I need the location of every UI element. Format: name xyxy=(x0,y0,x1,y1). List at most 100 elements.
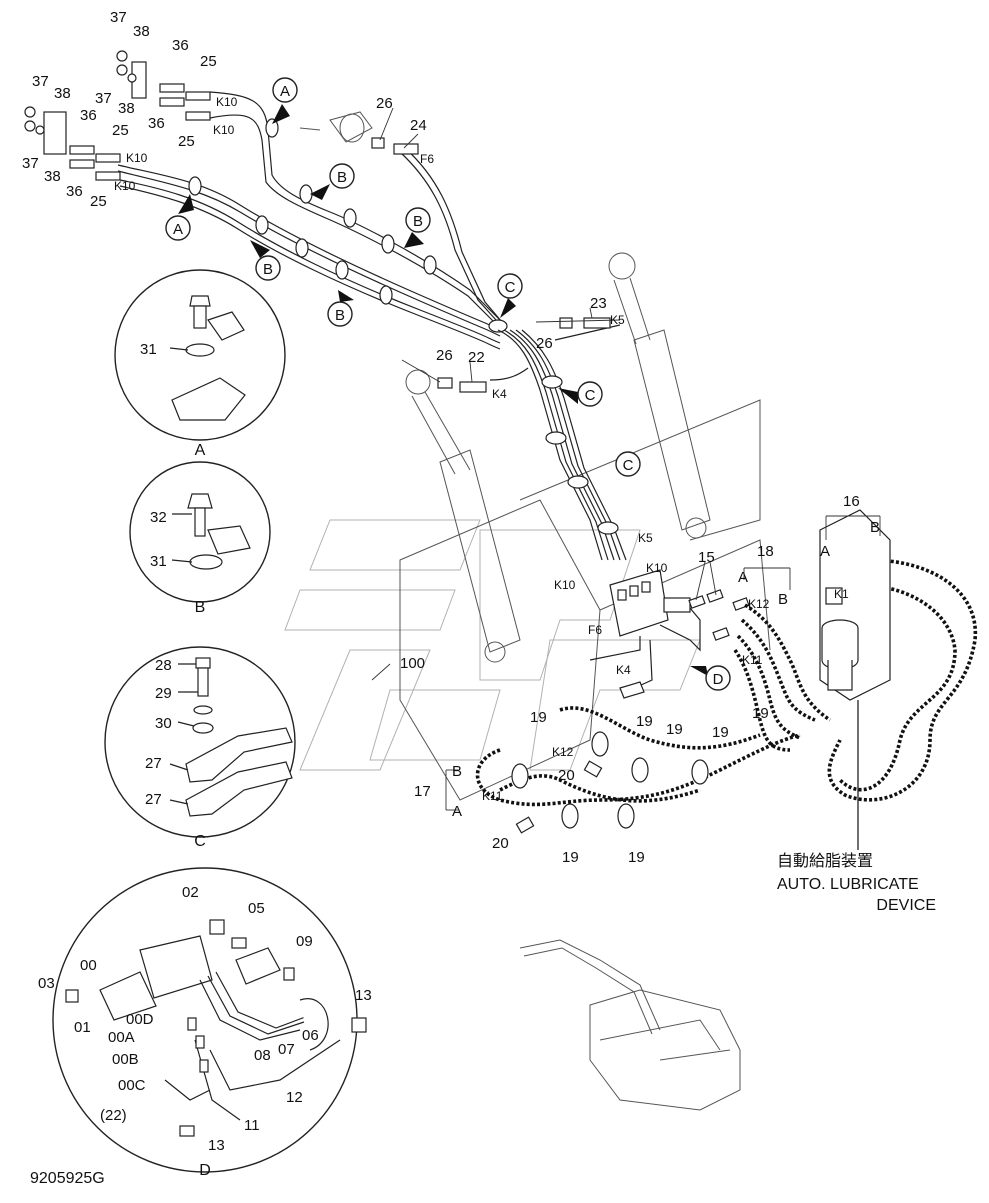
part-15: 15 xyxy=(698,549,715,566)
part-24: 24 xyxy=(410,117,427,134)
callout-c-3: C xyxy=(604,451,641,490)
auto-lubricate-device xyxy=(819,509,891,850)
callout-label: C xyxy=(585,387,596,404)
detail-title-c: C xyxy=(194,833,206,850)
hose-f6: F6 xyxy=(420,152,434,166)
detail-title-b: B xyxy=(195,599,206,616)
device-caption: 自動給脂装置 AUTO. LUBRICATE DEVICE xyxy=(777,852,936,914)
hose-k11: K11 xyxy=(482,789,503,803)
part-38: 38 xyxy=(44,168,61,185)
callout-c-2: C xyxy=(558,381,603,407)
hose-k10: K10 xyxy=(213,123,235,137)
hose-k4: K4 xyxy=(616,663,631,677)
part-31: 31 xyxy=(140,341,157,358)
part-25: 25 xyxy=(178,133,195,150)
part-36: 36 xyxy=(172,37,189,54)
part-36: 36 xyxy=(148,115,165,132)
drawing-number: 9205925G xyxy=(30,1170,105,1187)
right-fittings xyxy=(688,589,750,641)
hose-k5: K5 xyxy=(638,531,653,545)
part-01: 01 xyxy=(74,1019,91,1036)
part-08: 08 xyxy=(254,1047,271,1064)
hose-k1: K1 xyxy=(834,587,849,601)
part-19: 19 xyxy=(666,721,683,738)
part-07: 07 xyxy=(278,1041,295,1058)
part-18: 18 xyxy=(757,543,774,560)
part-19: 19 xyxy=(752,705,769,722)
part-18-b: B xyxy=(778,591,788,608)
part-23: 23 xyxy=(590,295,607,312)
part-03: 03 xyxy=(38,975,55,992)
callout-c-1: C xyxy=(497,273,523,318)
arm-ghost-outline xyxy=(299,111,771,801)
hose-k11: K11 xyxy=(742,653,763,667)
part-32: 32 xyxy=(150,509,167,526)
bundle-clamps-upper xyxy=(188,118,508,333)
part-30: 30 xyxy=(155,715,172,732)
main-part-labels: 37 38 37 38 37 38 37 38 36 36 36 36 25 2… xyxy=(22,9,880,866)
part-36: 36 xyxy=(66,183,83,200)
part-36: 36 xyxy=(80,107,97,124)
part-20: 20 xyxy=(492,835,509,852)
detail-part-labels: 31 A 32 31 B 28 29 30 27 27 C 02 05 00 0… xyxy=(38,341,372,1179)
device-label-en-2: DEVICE xyxy=(876,897,936,914)
coil-sleeves xyxy=(511,731,709,829)
part-05: 05 xyxy=(248,900,265,917)
part-22-ref: (22) xyxy=(100,1107,127,1124)
callout-b-3: B xyxy=(250,240,281,281)
watermark-logo xyxy=(284,519,701,771)
part-38: 38 xyxy=(133,23,150,40)
part-37: 37 xyxy=(32,73,49,90)
part-19: 19 xyxy=(712,724,729,741)
hose-k10: K10 xyxy=(646,561,668,575)
callout-label: A xyxy=(280,83,290,100)
part-17: 17 xyxy=(414,783,431,800)
part-38: 38 xyxy=(54,85,71,102)
part-13: 13 xyxy=(355,987,372,1004)
part-27: 27 xyxy=(145,791,162,808)
part-19: 19 xyxy=(562,849,579,866)
part-37: 37 xyxy=(22,155,39,172)
part-19: 19 xyxy=(636,713,653,730)
callout-label: C xyxy=(505,279,516,296)
upper-left-connectors xyxy=(24,50,611,834)
callout-label: B xyxy=(335,307,345,324)
part-02: 02 xyxy=(182,884,199,901)
part-31: 31 xyxy=(150,553,167,570)
leader-lines xyxy=(371,107,881,811)
part-00: 00 xyxy=(80,957,97,974)
part-26: 26 xyxy=(536,335,553,352)
callout-a-2: A xyxy=(165,194,194,241)
part-17-a: A xyxy=(452,803,462,820)
device-label-jp: 自動給脂装置 xyxy=(777,852,873,870)
detail-view-d xyxy=(52,867,367,1173)
part-16: 16 xyxy=(843,493,860,510)
part-17-b: B xyxy=(452,763,462,780)
callout-d-1: D xyxy=(690,665,731,691)
detail-view-a xyxy=(114,269,286,441)
part-25: 25 xyxy=(200,53,217,70)
callout-b-4: B xyxy=(327,290,354,327)
callout-a-1: A xyxy=(272,77,298,124)
callout-label: B xyxy=(413,213,423,230)
device-label-en-1: AUTO. LUBRICATE xyxy=(777,876,919,893)
part-25: 25 xyxy=(112,122,129,139)
hose-k10: K10 xyxy=(114,179,136,193)
hose-k10: K10 xyxy=(216,95,238,109)
part-16-b: B xyxy=(870,519,880,536)
part-38: 38 xyxy=(118,100,135,117)
part-12: 12 xyxy=(286,1089,303,1106)
hose-k4: K4 xyxy=(492,387,507,401)
hose-f6: F6 xyxy=(588,623,602,637)
hose-k10: K10 xyxy=(126,151,148,165)
part-19: 19 xyxy=(530,709,547,726)
part-13: 13 xyxy=(208,1137,225,1154)
detail-view-c xyxy=(104,646,296,838)
detail-title-a: A xyxy=(195,442,206,459)
part-22: 22 xyxy=(468,349,485,366)
detail-view-b xyxy=(129,461,271,603)
callout-label: B xyxy=(337,169,347,186)
hose-k12: K12 xyxy=(748,597,770,611)
callout-b-1: B xyxy=(310,163,355,200)
part-00A: 00A xyxy=(108,1029,135,1046)
